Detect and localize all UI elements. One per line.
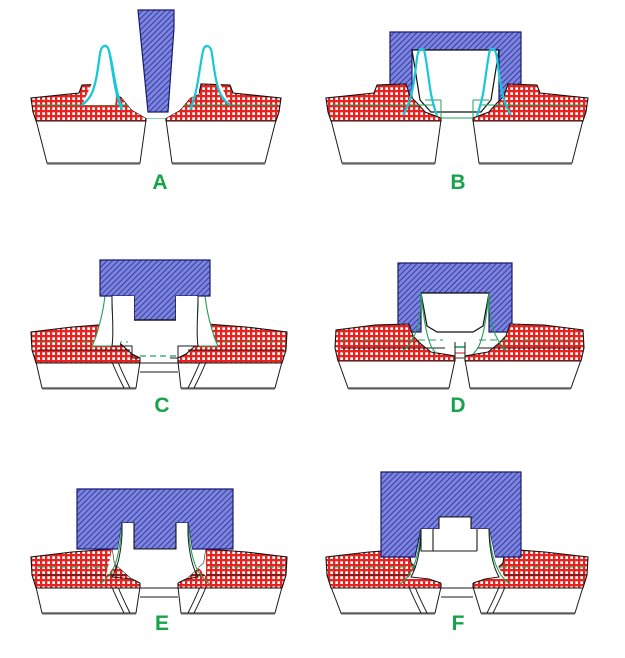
panel-label-a-text: A	[152, 171, 168, 194]
substrate-right	[472, 119, 584, 165]
recess-outline	[111, 295, 199, 363]
substrate-right	[165, 119, 277, 165]
panel-label-c-text: C	[154, 394, 170, 417]
substrate-left	[337, 359, 456, 390]
gate-electrode	[397, 262, 513, 333]
buried-channel	[140, 580, 178, 598]
sidewall-spacer-left	[81, 44, 124, 111]
panel-label-b: B	[443, 172, 473, 193]
panel-f	[313, 439, 625, 658]
panel-c	[0, 220, 312, 439]
panel-b-drawing	[325, 31, 589, 165]
panel-label-d-text: D	[450, 394, 466, 417]
panel-label-d: D	[443, 395, 473, 416]
junction-lines	[332, 99, 583, 119]
panel-label-a: A	[145, 172, 175, 193]
junction-lines	[38, 566, 284, 576]
gate-electrode	[76, 488, 234, 550]
sidewall-spacer-right	[189, 44, 231, 111]
panel-c-drawing	[30, 259, 288, 390]
substrate-left	[35, 361, 141, 390]
source-drain-left	[325, 83, 442, 122]
panel-b	[313, 0, 625, 219]
panel-d	[313, 220, 625, 439]
substrate-left	[330, 586, 442, 615]
source-drain-right	[464, 323, 585, 362]
sidewall-spacer-left	[402, 47, 439, 117]
panel-a	[0, 0, 312, 219]
panel-label-c: C	[147, 395, 177, 416]
substrate-left	[35, 119, 147, 165]
panel-label-f: F	[443, 613, 473, 634]
source-drain-right	[472, 83, 589, 122]
panel-label-f-text: F	[451, 612, 465, 635]
panel-label-b-text: B	[450, 171, 466, 194]
panel-label-e-text: E	[154, 612, 169, 635]
source-drain-left	[30, 323, 141, 364]
panel-d-drawing	[334, 262, 585, 390]
channel-layer-stack	[454, 342, 466, 361]
substrate-right	[177, 361, 283, 390]
substrate-left	[35, 586, 141, 615]
substrate-right	[472, 586, 584, 615]
sidewall-spacer-right	[475, 47, 512, 117]
buried-channel	[140, 355, 178, 373]
gate-electrode	[137, 9, 175, 113]
junction-lines	[341, 339, 581, 349]
substrate-right	[464, 359, 582, 390]
panel-e-drawing	[30, 488, 288, 615]
buried-channel	[441, 580, 473, 598]
panel-e	[0, 439, 312, 658]
spacer-profile	[399, 516, 511, 585]
panel-f-drawing	[325, 471, 589, 615]
panel-a-drawing	[30, 9, 282, 165]
substrate-right	[177, 586, 283, 615]
source-drain-left	[334, 323, 456, 362]
spacer-profile	[402, 292, 508, 355]
spacer-profile	[99, 522, 211, 585]
substrate-left	[330, 119, 442, 165]
panel-label-e: E	[147, 613, 177, 634]
